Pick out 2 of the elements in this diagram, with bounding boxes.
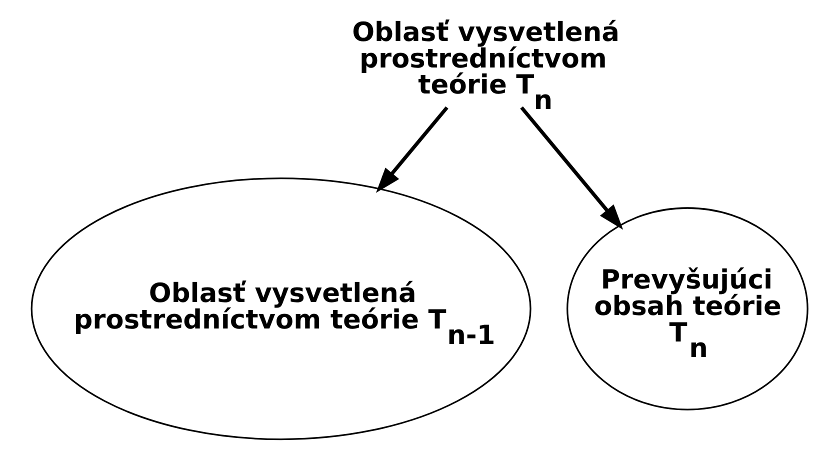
arrow: [520, 106, 623, 230]
arrow: [375, 106, 448, 193]
